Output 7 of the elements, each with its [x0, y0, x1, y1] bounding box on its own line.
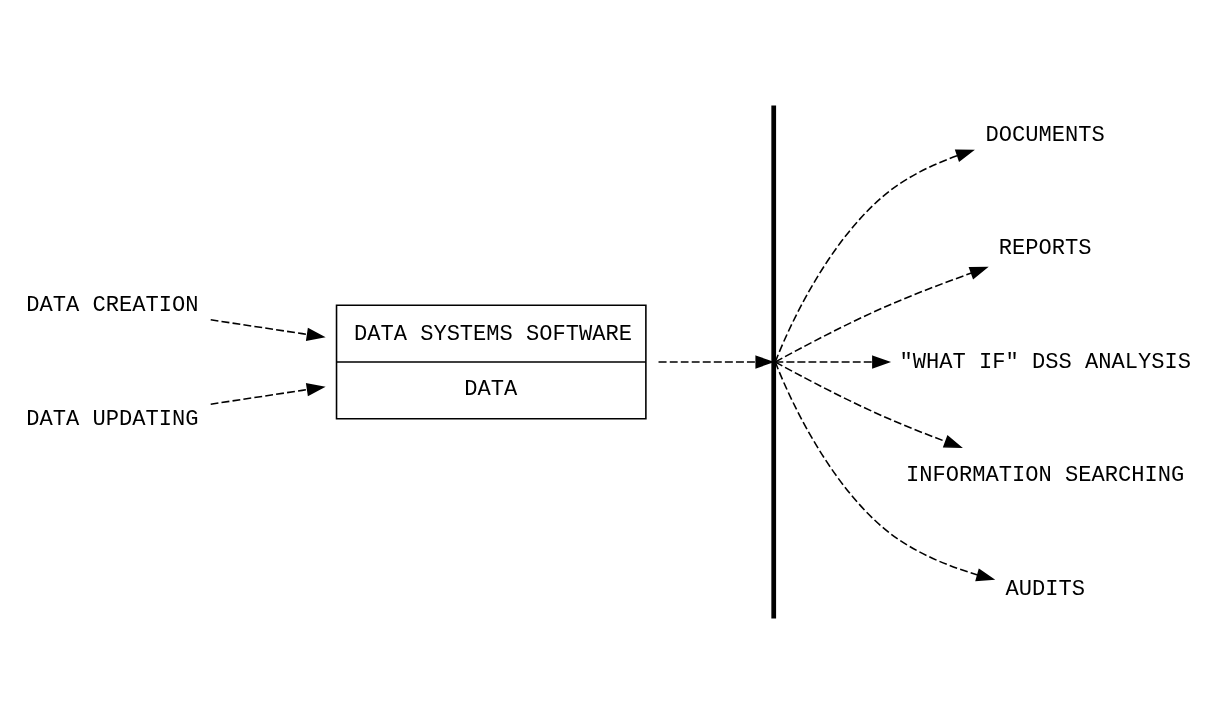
node-text: "WHAT IF" DSS ANALYSIS	[899, 349, 1191, 375]
node-text: DATA CREATION	[26, 293, 199, 319]
node-text: DATA UPDATING	[26, 406, 199, 432]
node-text: DOCUMENTS	[985, 122, 1105, 148]
node-text: INFORMATION SEARCHING	[906, 463, 1185, 489]
node-text: AUDITS	[1005, 577, 1085, 603]
node-text: REPORTS	[998, 236, 1092, 262]
